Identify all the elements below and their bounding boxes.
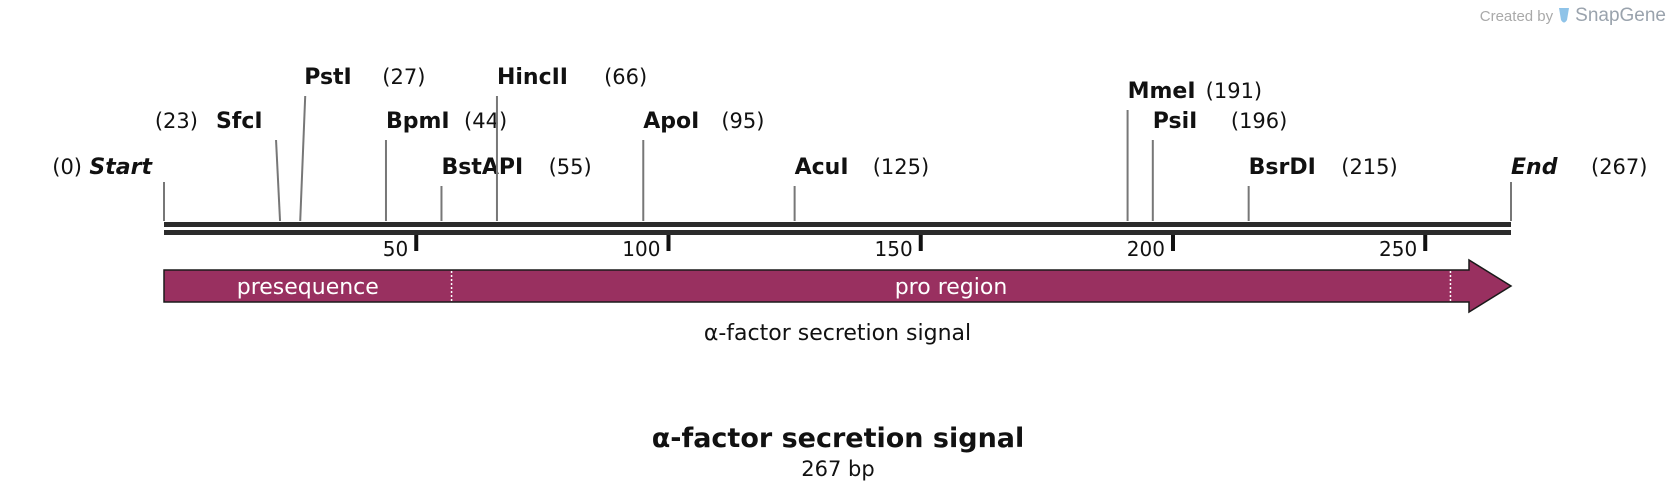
enzyme-name: PstI (304, 65, 352, 90)
backbone (164, 222, 1511, 235)
enzyme-name: SfcI (216, 109, 263, 134)
snapgene-logo-icon (1559, 8, 1570, 23)
brand-name: SnapGene (1575, 5, 1666, 26)
enzyme-name: MmeI (1128, 79, 1196, 104)
enzyme-name: HincII (497, 65, 568, 90)
ruler-tick (666, 235, 671, 251)
segment-label: presequence (237, 275, 379, 300)
feature-name: α-factor secretion signal (704, 321, 971, 346)
end-label: Start (89, 155, 153, 180)
created-by-text: Created by (1479, 7, 1554, 25)
restriction-sites: SfcI (23) PstI (27) BpmI (44) BstAPI (55) HincII… (155, 65, 1398, 222)
enzyme-position: (23) (155, 109, 198, 133)
enzyme-position: (95) (721, 109, 764, 133)
ruler-tick-label: 100 (622, 237, 660, 261)
enzyme-name: AcuI (795, 155, 849, 180)
ruler-tick-label: 200 (1127, 237, 1165, 261)
segment-label: pro region (895, 275, 1008, 300)
ruler-tick (1170, 235, 1175, 251)
backbone-line-top (164, 222, 1511, 227)
end-label: End (1511, 155, 1558, 180)
enzyme-position: (55) (549, 155, 592, 179)
enzyme-name: PsiI (1153, 109, 1198, 134)
enzyme-position: (66) (604, 65, 647, 89)
enzyme-position: (196) (1231, 109, 1287, 133)
enzyme-site-line (299, 95, 307, 222)
enzyme-position: (125) (873, 155, 929, 179)
enzyme-name: ApoI (643, 109, 699, 134)
enzyme-position: (44) (464, 109, 507, 133)
enzyme-name: BstAPI (441, 155, 523, 180)
ruler-tick (918, 235, 923, 251)
feature-arrow (163, 258, 1513, 314)
enzyme-position: (215) (1341, 155, 1397, 179)
feature-arrow-group: presequence pro region α-factor secretion … (163, 258, 1513, 346)
enzyme-name: BpmI (386, 109, 450, 134)
enzyme-name: BsrDI (1249, 155, 1316, 180)
ruler: 50 100 150 200 250 (383, 235, 1428, 261)
ruler-tick-label: 250 (1379, 237, 1417, 261)
enzyme-position: (191) (1206, 79, 1262, 103)
map-title: α-factor secretion signal (652, 423, 1025, 454)
snapgene-watermark: Created by SnapGene (1480, 5, 1666, 27)
enzyme-site-line (275, 139, 282, 222)
ruler-tick-label: 150 (875, 237, 913, 261)
backbone-line-bottom (164, 230, 1511, 235)
sequence-ends: Start (0) End (267) (52, 155, 1647, 221)
ruler-tick (414, 235, 419, 251)
end-position: (0) (52, 155, 82, 179)
enzyme-position: (27) (382, 65, 425, 89)
ruler-tick (1423, 235, 1428, 251)
end-position: (267) (1591, 155, 1647, 179)
ruler-tick-label: 50 (383, 237, 408, 261)
map-length: 267 bp (801, 457, 874, 481)
